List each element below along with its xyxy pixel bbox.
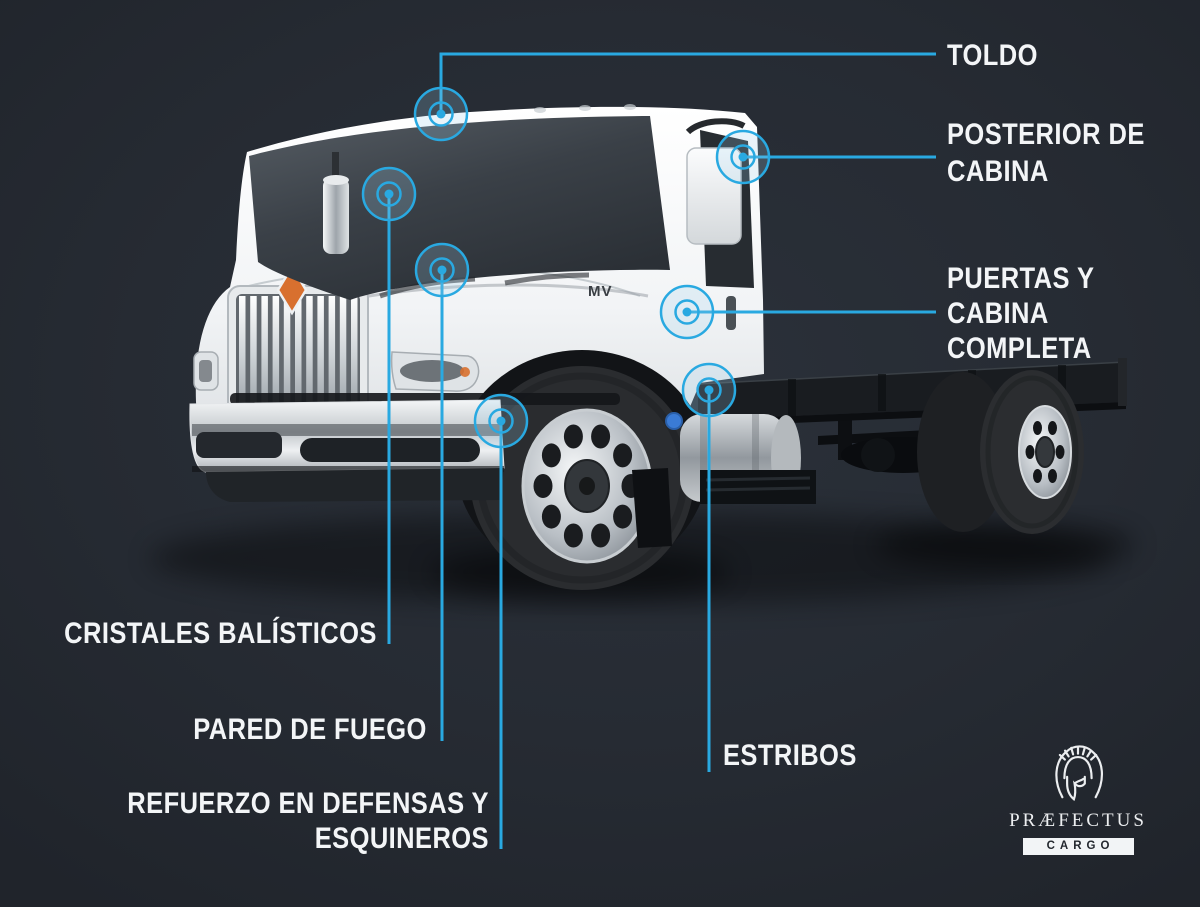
side-mirror bbox=[685, 118, 746, 245]
marker-posterior bbox=[715, 129, 771, 185]
marker-toldo bbox=[413, 86, 469, 142]
exhaust-stack bbox=[323, 152, 349, 254]
callout-label-refuerzo: REFUERZO EN DEFENSAS Y ESQUINEROS bbox=[127, 787, 490, 855]
roof-marker-light bbox=[534, 107, 546, 113]
truck-model-badge: MV bbox=[588, 283, 613, 300]
callout-label-estribos: ESTRIBOS bbox=[723, 739, 857, 772]
marker-refuerzo bbox=[473, 393, 529, 449]
marker-pared bbox=[414, 242, 470, 298]
battery-step-box bbox=[700, 470, 816, 504]
marker-cristales bbox=[361, 166, 417, 222]
callout-label-posterior: POSTERIOR DE CABINA bbox=[947, 118, 1145, 188]
callout-markers bbox=[361, 86, 771, 449]
callout-label-puertas: PUERTAS Y CABINA COMPLETA bbox=[947, 262, 1094, 365]
callout-line-toldo bbox=[439, 52, 936, 114]
callout-label-toldo: TOLDO bbox=[947, 39, 1038, 72]
mud-flap bbox=[632, 468, 672, 548]
marker-estribos bbox=[681, 362, 737, 418]
rear-wheels bbox=[917, 370, 1084, 534]
callout-label-pared: PARED DE FUEGO bbox=[193, 713, 427, 746]
def-cap bbox=[665, 412, 683, 430]
marker-puertas bbox=[659, 284, 715, 340]
brand-logo: PRÆFECTUS CARGO bbox=[1000, 732, 1156, 855]
front-bumper bbox=[189, 399, 505, 502]
brand-name: PRÆFECTUS bbox=[1009, 810, 1147, 831]
brand-cargo-label: CARGO bbox=[1046, 840, 1115, 852]
roof-marker-light bbox=[579, 105, 591, 111]
callout-label-cristales: CRISTALES BALÍSTICOS bbox=[64, 617, 377, 650]
windshield-glass bbox=[249, 116, 670, 300]
wiper-mark bbox=[504, 272, 590, 286]
truck-illustration: MV bbox=[150, 104, 1135, 604]
headlight-right bbox=[390, 351, 480, 392]
roof-marker-light bbox=[624, 104, 636, 110]
brand-cargo-bar: CARGO bbox=[1022, 838, 1134, 855]
spartan-helmet-icon bbox=[1055, 745, 1103, 802]
headlight-left bbox=[193, 351, 219, 391]
callout-lines bbox=[387, 52, 936, 849]
